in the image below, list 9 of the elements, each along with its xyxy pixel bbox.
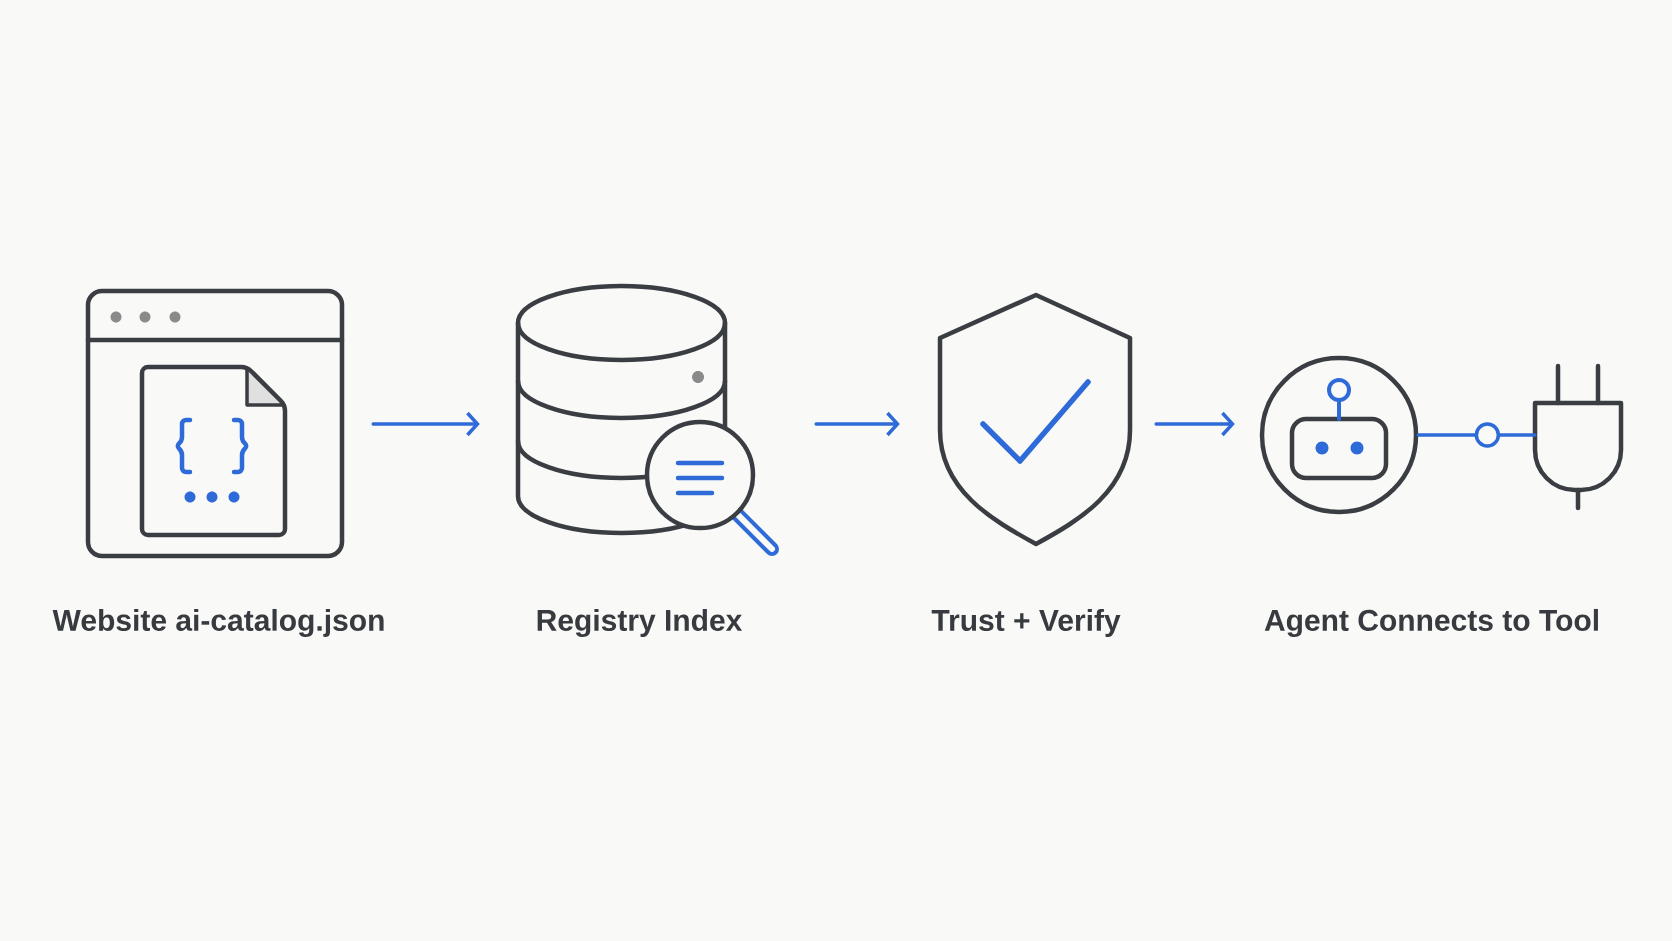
arrow bbox=[1154, 411, 1235, 437]
step-label: Website ai-catalog.json bbox=[52, 608, 384, 638]
step-label: Agent Connects to Tool bbox=[1264, 608, 1598, 638]
step-label: Registry Index bbox=[537, 608, 743, 638]
plug-drawing bbox=[1532, 363, 1624, 511]
arrow bbox=[1416, 422, 1537, 448]
arrow bbox=[814, 411, 900, 437]
arrow bbox=[371, 411, 480, 437]
step-label: Trust + Verify bbox=[931, 609, 1121, 637]
